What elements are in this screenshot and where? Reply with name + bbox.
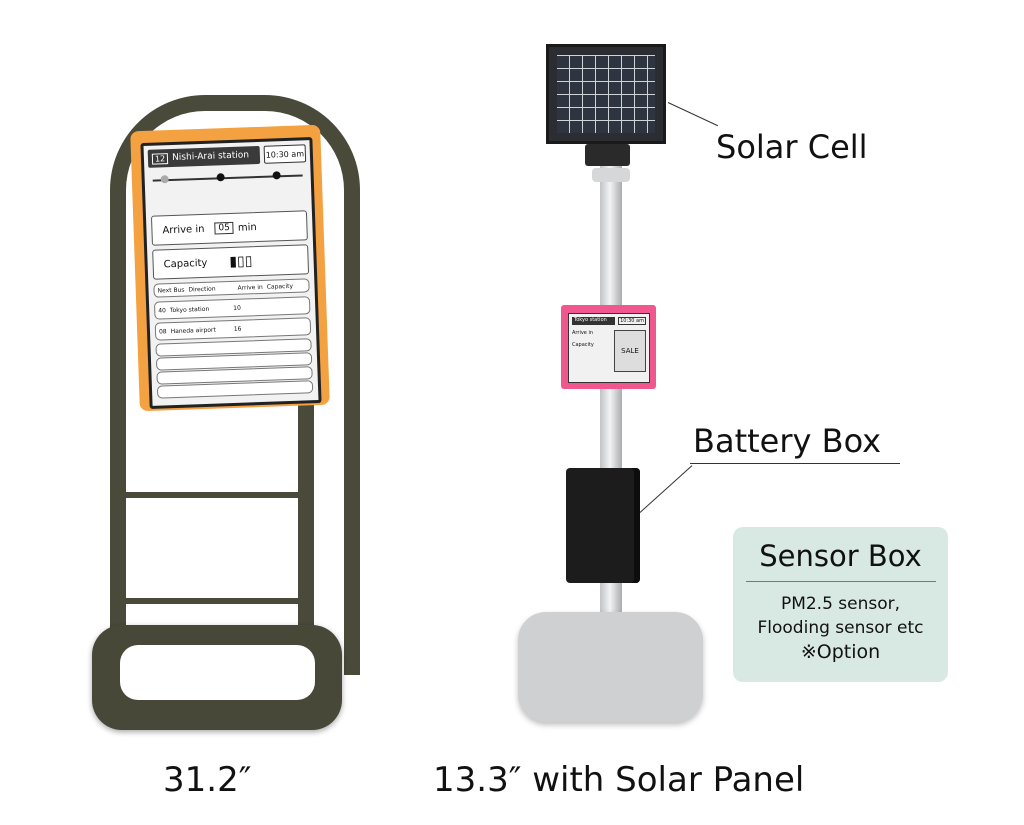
left-stand-crossbar-lower [125,598,310,604]
right-caption: 13.3″ with Solar Panel [433,760,805,800]
left-arrive-unit: min [237,221,257,234]
left-stand-leg-right [298,400,314,680]
left-col-arrive: Arrive in [237,283,263,292]
left-arrive-label: Arrive in [162,223,205,236]
left-route-stop-2 [216,173,225,182]
left-stand-leg-left [110,400,126,660]
solar-cell-label: Solar Cell [716,128,868,166]
left-station-name: Nishi-Arai station [171,150,250,163]
right-station-name: Tokyo station [572,317,616,325]
left-col-next-bus: Next Bus [157,286,185,295]
right-capacity-label: Capacity [572,342,594,348]
left-display-screen: 12 Nishi-Arai station 10:30 am Arrive in… [140,137,322,409]
left-row-direction: Tokyo station [169,305,210,314]
solar-cell-leader [667,102,719,127]
left-row-bus: 08 [158,327,167,336]
left-capacity-icon: ▮▯▯ [229,253,253,271]
left-station-number: 12 [151,152,169,165]
battery-box [566,468,640,583]
table-row: 08 Haneda airport 16 [154,317,312,341]
left-route-stop-3 [272,171,281,180]
sensor-box-option: ※Option [800,641,881,663]
right-display-header: Tokyo station 10:30 am [572,317,646,325]
left-row-arrive: 10 [233,304,241,312]
sensor-box-line-1: PM2.5 sensor, [780,594,901,614]
right-ad-panel: SALE [614,330,646,372]
left-display-header: 12 Nishi-Arai station 10:30 am [147,144,307,168]
left-caption: 31.2″ [163,760,252,800]
left-display-time: 10:30 am [263,144,307,164]
pole-clamp [592,168,630,182]
sensor-box-callout: Sensor Box PM2.5 sensor, Flooding sensor… [733,527,948,682]
left-table-header: Next Bus Direction Arrive in Capacity [153,278,310,298]
right-stand-base [518,612,703,722]
left-col-capacity: Capacity [266,282,294,291]
battery-box-underline [690,463,900,464]
left-row-direction: Haneda airport [170,326,216,335]
right-ad-text: SALE [621,347,639,355]
left-route-stop-1 [160,175,169,184]
left-row-bus: 40 [158,306,167,315]
solar-panel-cells [557,55,655,133]
left-station-badge: 12 Nishi-Arai station [147,145,261,168]
right-arrive-label: Arrive in [572,330,594,336]
sensor-box-divider [745,581,936,582]
right-stand-pole [600,166,622,666]
solar-panel [546,44,666,144]
battery-box-label: Battery Box [693,422,882,460]
left-capacity-panel: Capacity ▮▯▯ [152,244,310,280]
sensor-box-line-2: Flooding sensor etc [757,618,924,638]
right-display-screen: Tokyo station 10:30 am Arrive in Capacit… [568,313,650,383]
left-stand-crossbar-upper [125,492,310,498]
sensor-box-title: Sensor Box [759,539,922,573]
left-capacity-label: Capacity [163,257,208,270]
table-row: 40 Tokyo station 10 [153,296,311,320]
left-arrive-value: 05 [214,221,235,235]
solar-panel-bracket [585,144,630,166]
right-display-time: 10:30 am [618,317,646,325]
battery-box-leader [639,465,693,513]
left-row-arrive: 16 [233,325,242,333]
left-col-direction: Direction [188,285,216,293]
left-arrive-panel: Arrive in 05 min [150,210,308,246]
left-stand-base-opening [120,645,315,700]
